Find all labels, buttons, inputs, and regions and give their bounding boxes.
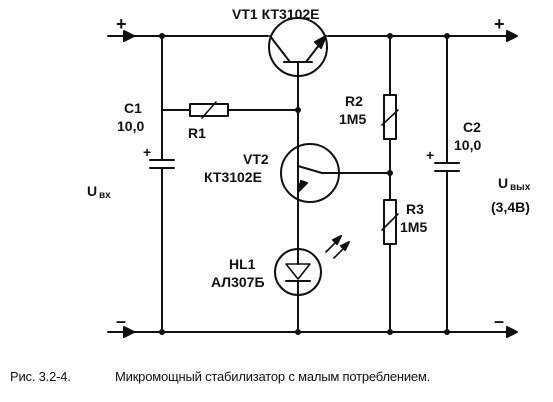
vt1-label: VT1 КТ3102Е bbox=[232, 6, 320, 22]
r3-value-label: 1М5 bbox=[400, 219, 427, 235]
transistor-vt1 bbox=[268, 17, 328, 111]
resistor-r1 bbox=[161, 101, 299, 119]
c2-plus-label: + bbox=[426, 147, 434, 163]
u-in-subscript: вх bbox=[99, 190, 111, 201]
capacitor-c1 bbox=[149, 35, 175, 333]
u-out-label: U bbox=[498, 175, 508, 191]
u-out-subscript: вых bbox=[510, 182, 531, 193]
c1-name-label: C1 bbox=[124, 100, 142, 116]
c1-value-label: 10,0 bbox=[117, 118, 144, 134]
figure-number: Рис. 3.2-4. bbox=[10, 369, 71, 384]
plus-out-label: + bbox=[494, 14, 505, 34]
u-in-label: U bbox=[87, 183, 97, 199]
capacitor-c2 bbox=[434, 35, 460, 333]
r2-value-label: 1М5 bbox=[339, 111, 366, 127]
top-rail bbox=[107, 30, 518, 42]
vt2-type-label: КТ3102Е bbox=[204, 169, 262, 185]
resistor-r2 bbox=[381, 35, 399, 174]
resistor-r3 bbox=[381, 172, 399, 333]
transistor-vt2 bbox=[280, 109, 391, 261]
c1-plus-label: + bbox=[143, 144, 151, 160]
r2-name-label: R2 bbox=[345, 93, 363, 109]
bottom-rail bbox=[107, 326, 518, 338]
r3-name-label: R3 bbox=[406, 201, 424, 217]
circuit-schematic: + + – – + + VT1 КТ3102Е C1 10,0 R1 R2 1М… bbox=[87, 6, 531, 338]
hl1-name-label: HL1 bbox=[229, 256, 256, 272]
figure-caption-text: Микромощный стабилизатор с малым потребл… bbox=[115, 369, 431, 384]
led-hl1 bbox=[274, 235, 350, 333]
u-out-value-label: (3,4В) bbox=[491, 199, 530, 215]
figure-caption: Рис. 3.2-4. Микромощный стабилизатор с ма… bbox=[10, 369, 430, 384]
vt2-name-label: VT2 bbox=[243, 151, 269, 167]
minus-in-label: – bbox=[116, 311, 126, 331]
c2-value-label: 10,0 bbox=[454, 137, 481, 153]
minus-out-label: – bbox=[494, 311, 504, 331]
c2-name-label: C2 bbox=[463, 119, 481, 135]
hl1-type-label: АЛ307Б bbox=[211, 274, 265, 290]
r1-label: R1 bbox=[188, 125, 206, 141]
plus-in-label: + bbox=[116, 14, 127, 34]
